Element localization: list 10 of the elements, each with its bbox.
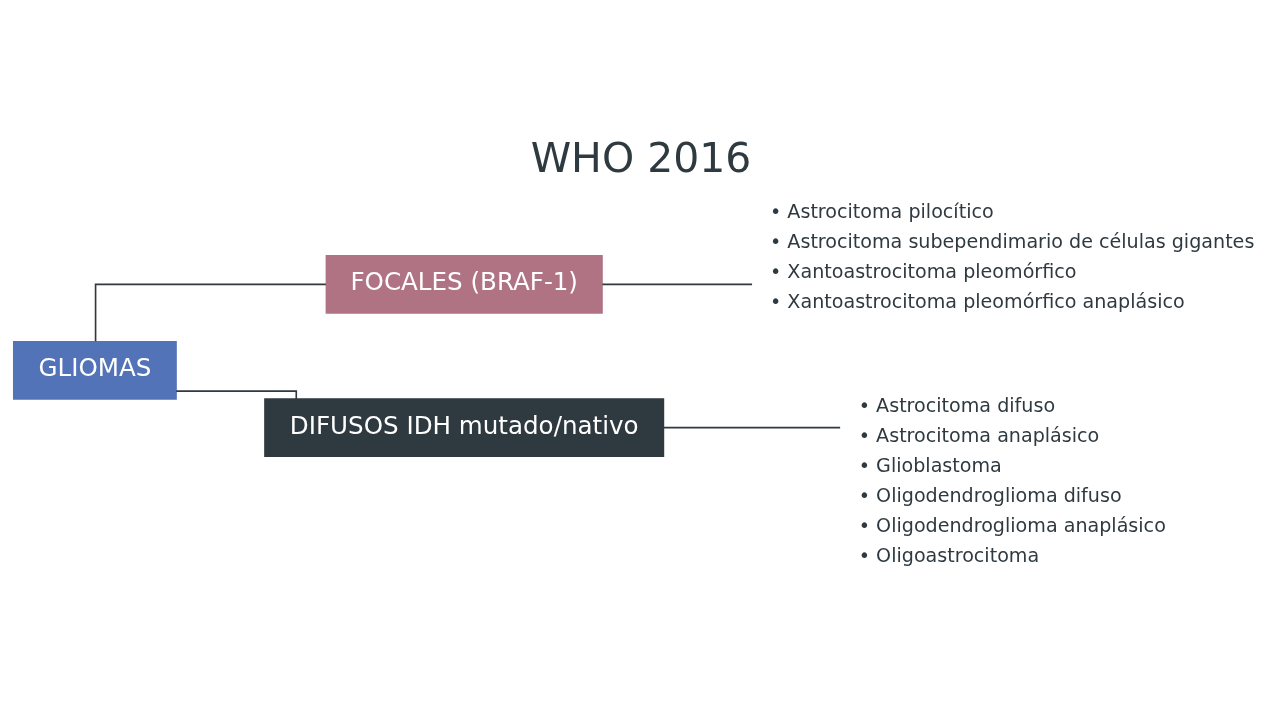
node-text: • Astrocitoma difuso • Astrocitoma anaplásico • Glioblastoma • Oligodendroglioma difuso • Oligodendroglioma anaplásico • Oligoastrocitoma [858,393,1166,567]
connector [175,389,298,400]
node-text: • Astrocitoma pilocítico • Astrocitoma subependimario de células gigantes • Xantoastrocitoma pleomórfico • Xantoastrocitoma pleomórfico anaplásico [770,199,1255,313]
node-box: GLIOMAS [12,340,177,400]
connector [601,283,753,285]
node-box: FOCALES (BRAF-1) [325,254,603,314]
node-box: DIFUSOS IDH mutado/nativo [264,397,665,457]
connector [662,426,841,428]
diagram-title: WHO 2016 [530,133,752,182]
connector [94,283,327,342]
